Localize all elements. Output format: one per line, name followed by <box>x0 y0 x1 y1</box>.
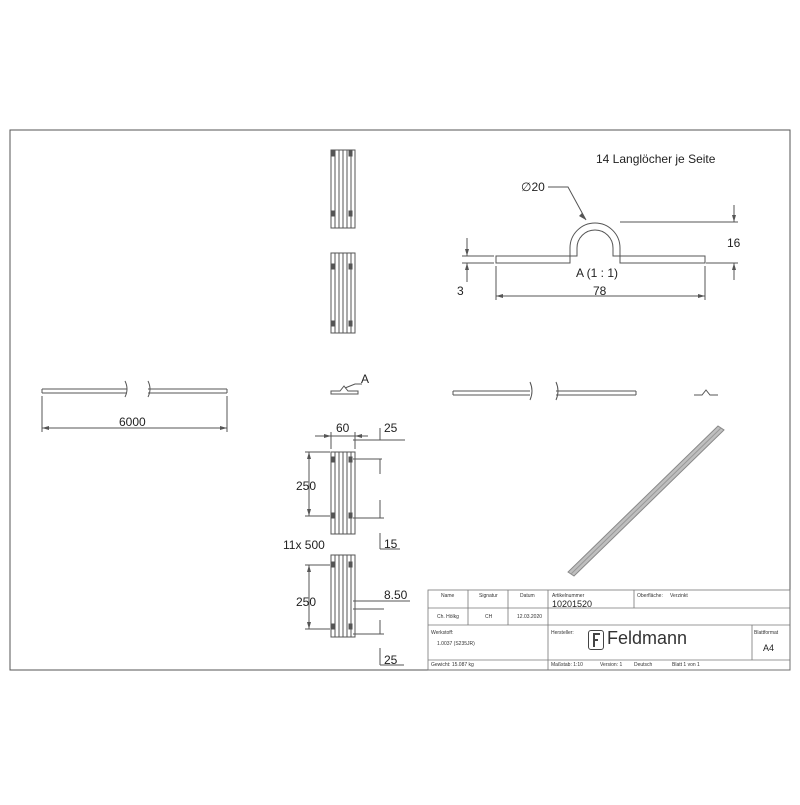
diameter-value: 20 <box>531 180 545 194</box>
tb-name-value: Ch. Hölkg <box>437 614 459 620</box>
dim-pitch-250-a: 250 <box>296 479 317 493</box>
elevation-left <box>41 380 228 432</box>
tb-werkstoff-label: Werkstoff: <box>431 630 454 636</box>
drawing-frame <box>9 129 791 671</box>
dim-slot-850: 8.50 <box>384 588 408 602</box>
title-block-frame <box>427 589 791 671</box>
tb-datum-value: 12.03.2020 <box>517 614 543 620</box>
tb-oberflaeche-value: Verzinkt <box>670 593 688 599</box>
tb-version: Version: 1 <box>600 662 623 668</box>
dim-profile-width: 78 <box>593 284 607 298</box>
tb-col-oberflaeche: Oberfläche: <box>637 593 663 599</box>
tb-signatur-value: CH <box>485 614 493 620</box>
end-view-small <box>694 389 718 396</box>
bottom-view-upper <box>305 428 405 550</box>
detail-a-label: A (1 : 1) <box>576 266 619 280</box>
slot-note: 14 Langlöcher je Seite <box>596 152 716 166</box>
tb-sprache: Deutsch <box>634 662 653 668</box>
dim-edge-25-bottom: 25 <box>384 653 398 667</box>
dim-profile-thickness: 3 <box>457 284 464 298</box>
tb-massstab: Maßstab: 1:10 <box>551 662 583 668</box>
tb-werkstoff-value: 1.0037 (S235JR) <box>437 641 475 647</box>
tb-col-name: Name <box>441 593 455 599</box>
dim-pitch-250-b: 250 <box>296 595 317 609</box>
feldmann-logo-icon <box>588 630 604 650</box>
top-view-upper <box>330 149 356 229</box>
elevation-right <box>452 381 637 401</box>
tb-col-artikelnummer: Artikelnummer <box>552 593 585 599</box>
tb-gewicht: Gewicht: 15.087 kg <box>431 662 474 668</box>
dimension-arrowheads <box>42 213 736 629</box>
tb-brand-name: Feldmann <box>607 628 688 648</box>
tb-col-datum: Datum <box>520 593 535 599</box>
tb-artikelnummer-value: 10201520 <box>552 599 593 609</box>
dim-slot-pattern: 11x 500 <box>283 538 325 552</box>
diameter-symbol-icon: ∅ <box>521 180 532 194</box>
tb-blattformat-value: A4 <box>763 643 775 653</box>
dim-total-length: 6000 <box>119 415 146 429</box>
dim-profile-height: 16 <box>727 236 741 250</box>
dim-edge-15: 15 <box>384 537 398 551</box>
dim-edge-25-top: 25 <box>384 421 398 435</box>
tb-blattformat-label: Blattformat <box>754 630 779 636</box>
detail-ref-a: A <box>361 372 370 386</box>
dim-width-60: 60 <box>336 421 350 435</box>
tb-hersteller-label: Hersteller: <box>551 630 574 636</box>
top-view-lower <box>330 252 356 334</box>
isometric-view <box>567 425 725 577</box>
tb-blatt: Blatt 1 von 1 <box>672 662 700 668</box>
diameter-label: ∅20 <box>521 180 545 194</box>
end-section <box>330 383 362 395</box>
bottom-view-lower <box>305 554 410 666</box>
tb-col-signatur: Signatur <box>479 593 498 599</box>
